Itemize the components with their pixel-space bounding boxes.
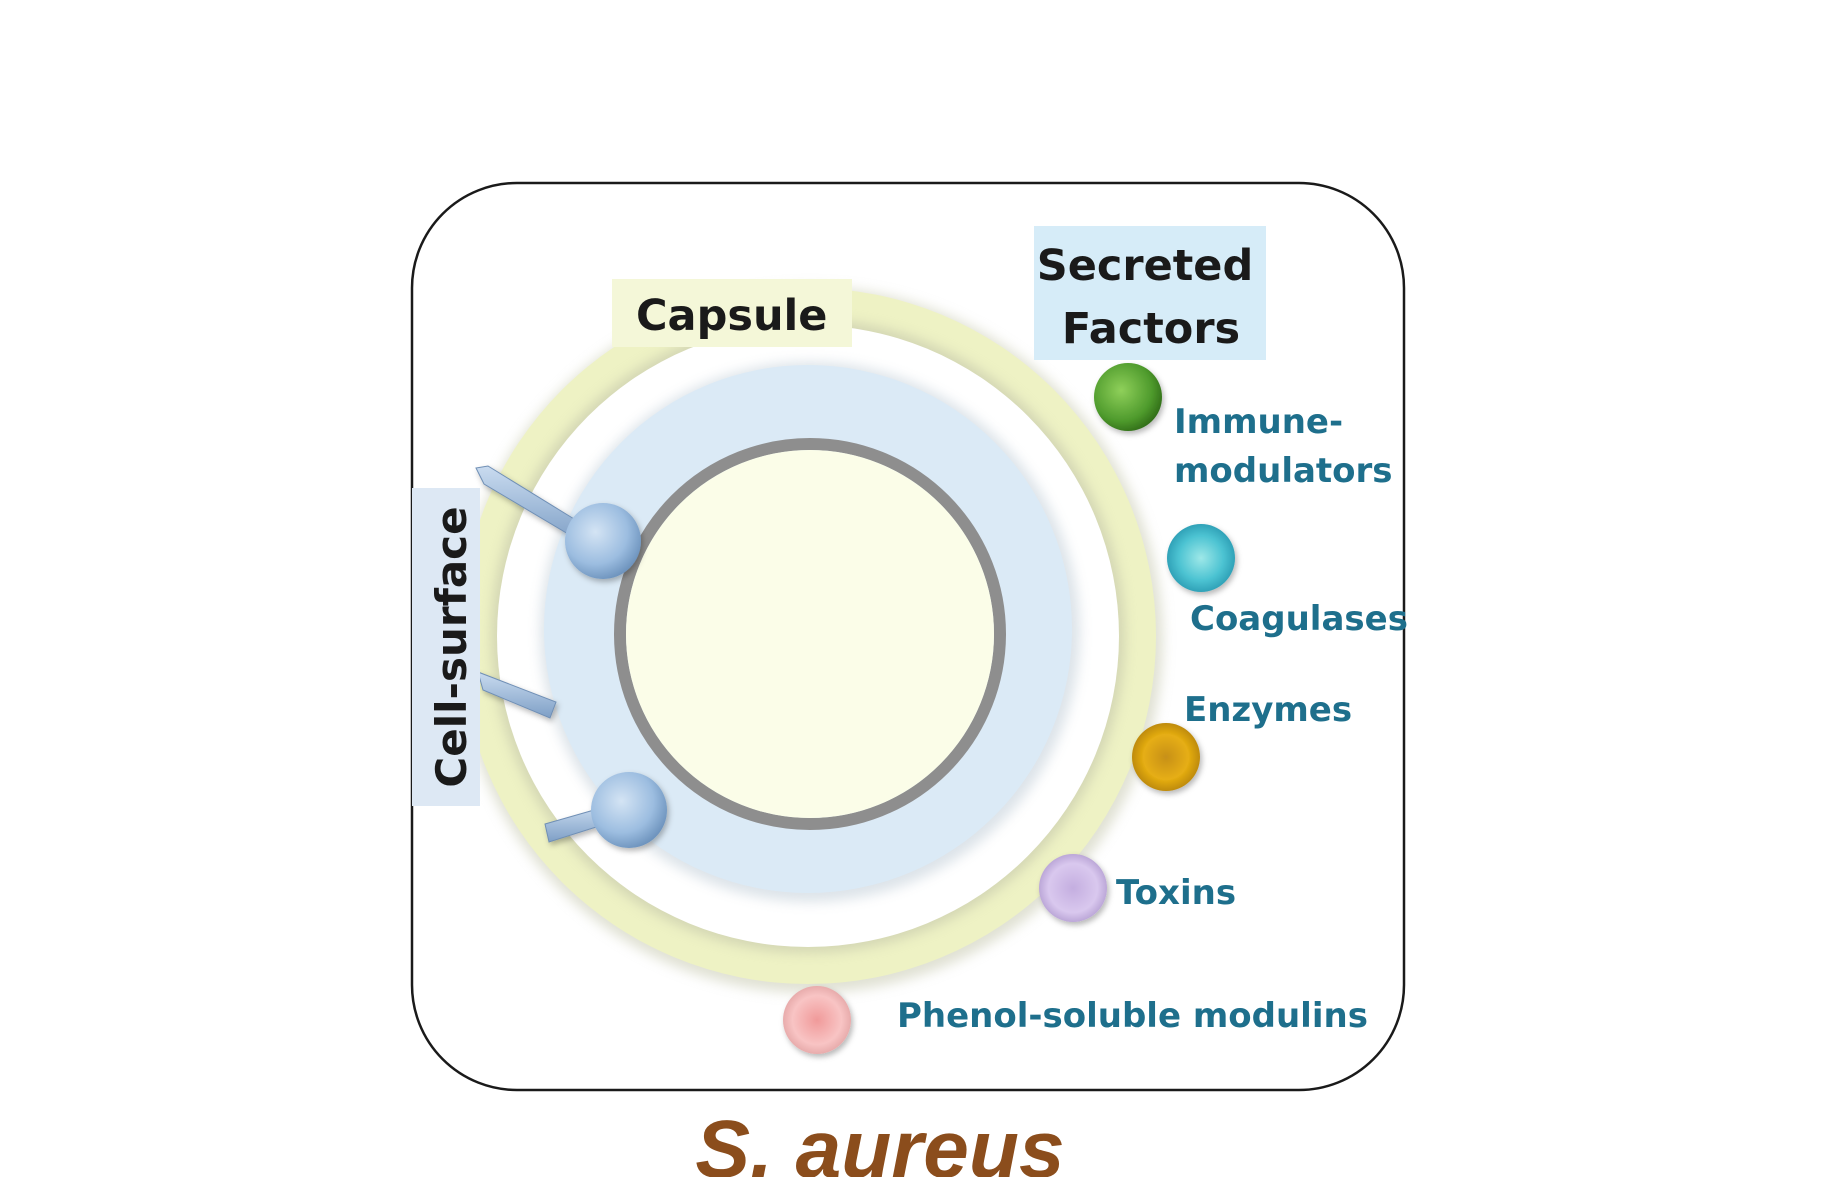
cytoplasm [626,450,994,818]
lavender-sphere-icon [1039,854,1107,922]
factor-coagulases: Coagulases [1190,599,1408,639]
factor-immunomodulators-line2: modulators [1174,451,1393,491]
organism-name: S. aureus [695,1104,1064,1177]
surface-protein-top [475,465,641,579]
cyan-sphere-icon [1167,524,1235,592]
cell-surface-label: Cell-surface [412,488,480,806]
factor-immunomodulators-line1: Immune- [1174,402,1343,442]
factor-enzymes: Enzymes [1184,690,1352,730]
gold-sphere-icon [1132,723,1200,791]
secreted-factors-label: Secreted Factors [1034,226,1266,360]
capsule-label-text: Capsule [636,291,827,341]
green-sphere-icon [1094,363,1162,431]
factor-phenol-soluble-modulins: Phenol-soluble modulins [897,996,1368,1036]
cell-surface-label-text: Cell-surface [427,506,476,787]
factor-toxins: Toxins [1116,873,1236,913]
surface-protein-middle [477,671,557,719]
cell-membrane [614,438,1006,830]
surface-protein-bottom [544,772,667,848]
secreted-label-line1: Secreted [1037,241,1254,291]
secreted-label-line2: Factors [1062,304,1240,354]
capsule-label: Capsule [612,279,852,347]
pink-sphere-icon [783,986,851,1054]
